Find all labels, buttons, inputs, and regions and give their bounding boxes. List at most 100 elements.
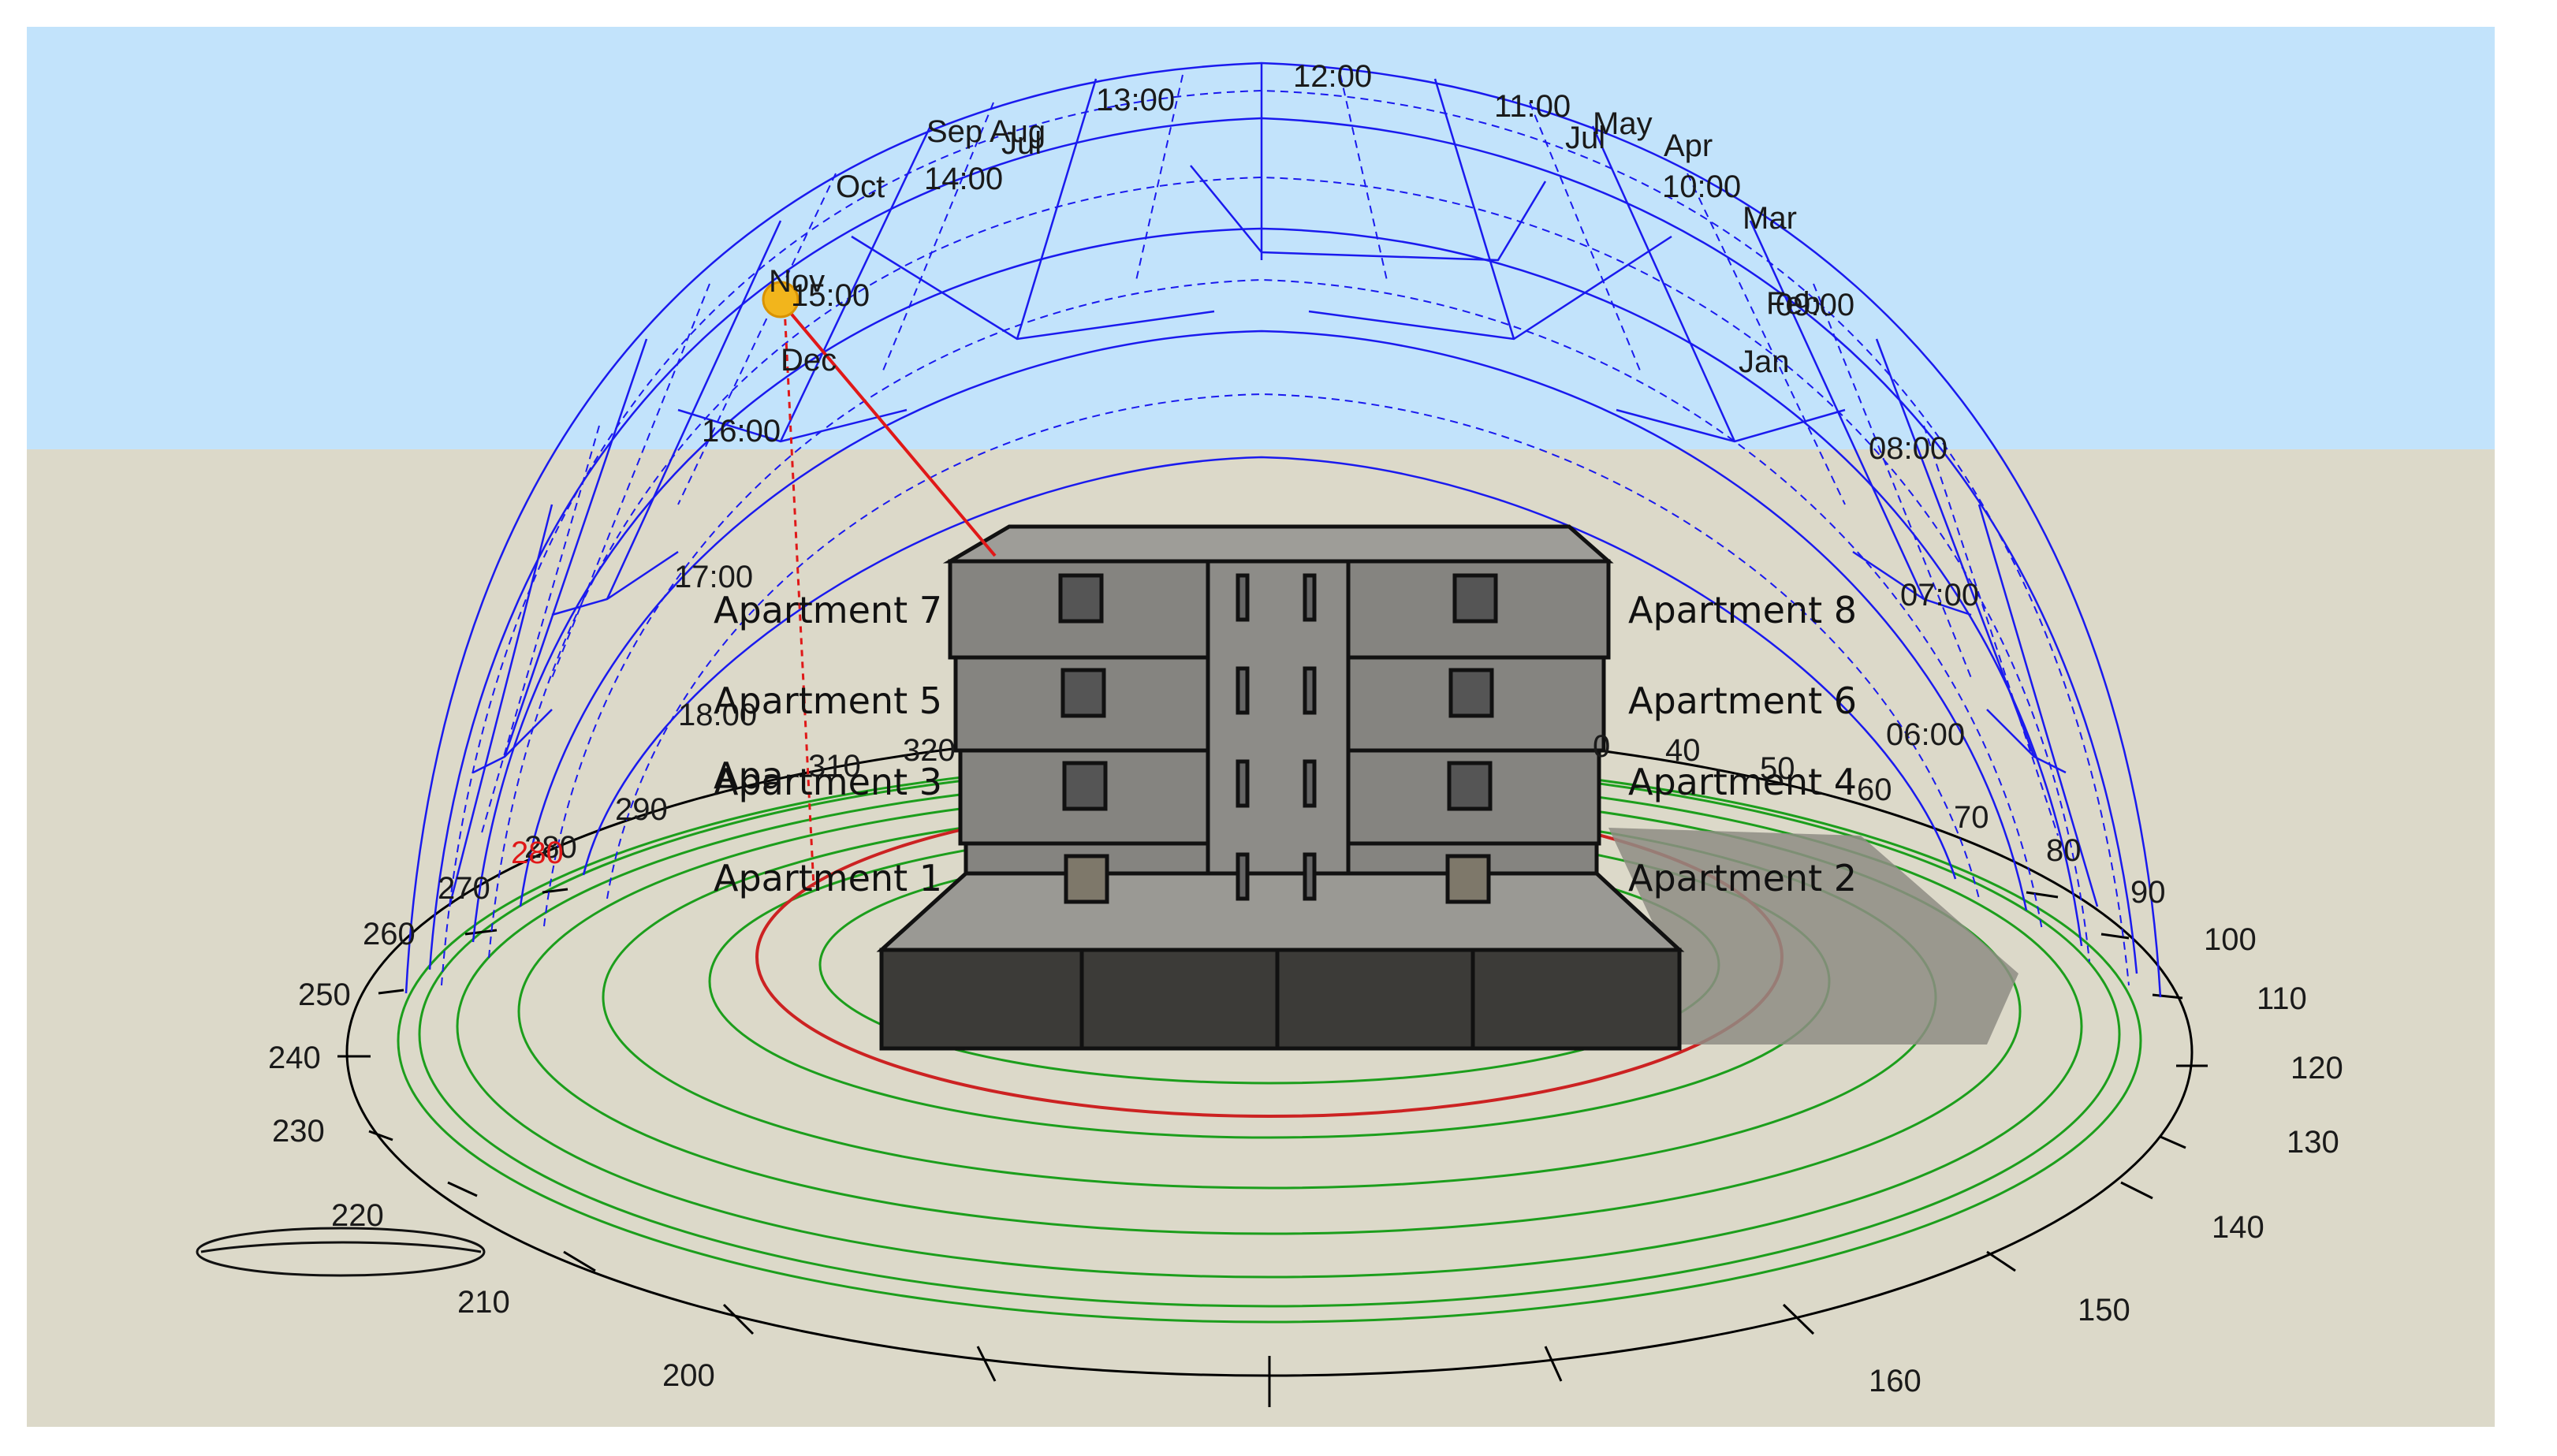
dome-arc bbox=[582, 456, 1957, 880]
podium-base bbox=[879, 948, 1682, 1051]
dashed-line bbox=[677, 173, 837, 505]
hour-label: 12:00 bbox=[1293, 59, 1372, 94]
dashed-line bbox=[1687, 173, 1846, 505]
dashed-line bbox=[1813, 283, 1972, 679]
hour-label: 14:00 bbox=[924, 162, 1003, 196]
floating-ellipse-shape bbox=[196, 1227, 486, 1277]
dashed-line bbox=[1340, 74, 1388, 285]
hour-line bbox=[1977, 504, 2099, 907]
apartment-label: Apartment 5 bbox=[714, 680, 942, 722]
window bbox=[1060, 668, 1106, 718]
azimuth-label: 310 bbox=[808, 749, 861, 784]
tick bbox=[2026, 891, 2059, 899]
dashed-arc bbox=[488, 176, 2090, 963]
dome-grid bbox=[677, 408, 908, 443]
azimuth-label: 200 bbox=[662, 1358, 715, 1393]
partial-label: 0 bbox=[1593, 729, 1610, 764]
stair-slot bbox=[1236, 666, 1250, 715]
dashed-line bbox=[1529, 102, 1641, 371]
tick bbox=[447, 1181, 478, 1197]
apartment-label: Apartment 4 bbox=[1628, 761, 1857, 803]
apartment-label: Apartment 1 bbox=[714, 857, 942, 899]
month-label: Mar bbox=[1743, 201, 1797, 236]
azimuth-label-highlight: 280 bbox=[511, 836, 564, 870]
azimuth-label: 90 bbox=[2130, 875, 2166, 910]
building-roof bbox=[942, 524, 1614, 564]
dashed-arc bbox=[606, 393, 1980, 899]
dome-grid bbox=[1308, 235, 1672, 341]
tick bbox=[1544, 1346, 1563, 1382]
apartment-label: Apartment 2 bbox=[1628, 857, 1857, 899]
dashed-line bbox=[882, 102, 994, 371]
sun-projection bbox=[783, 307, 815, 888]
azimuth-label: 210 bbox=[457, 1285, 510, 1320]
azimuth-label: 110 bbox=[2257, 981, 2307, 1016]
stair-slot bbox=[1236, 852, 1250, 901]
hour-label: 16:00 bbox=[702, 414, 781, 449]
dashed-arc bbox=[543, 278, 2043, 931]
window bbox=[1448, 668, 1494, 718]
azimuth-label: 160 bbox=[1869, 1364, 1921, 1398]
building-shadow bbox=[1608, 828, 2018, 1045]
window bbox=[1447, 761, 1493, 811]
sun-path-dome bbox=[404, 61, 2162, 998]
tick bbox=[2100, 933, 2130, 940]
hour-label: 15:00 bbox=[791, 278, 870, 313]
stair-slot bbox=[1236, 759, 1250, 808]
azimuth-label: 260 bbox=[363, 917, 416, 951]
windows bbox=[1058, 573, 1498, 904]
hour-line bbox=[1591, 125, 1736, 442]
sun-marker-icon bbox=[762, 281, 800, 318]
hour-label: 10:00 bbox=[1662, 169, 1741, 204]
hour-label: 11:00 bbox=[1494, 89, 1571, 124]
azimuth-label: 140 bbox=[2212, 1210, 2264, 1245]
hour-line bbox=[1749, 220, 1925, 600]
azimuth-label: 320 bbox=[903, 733, 956, 768]
azimuth-label: 290 bbox=[615, 792, 668, 827]
stair-slot bbox=[1236, 573, 1250, 622]
dashed-line bbox=[1923, 425, 2059, 836]
tick bbox=[1782, 1303, 1815, 1335]
window bbox=[1445, 854, 1491, 904]
dashed-line bbox=[480, 425, 600, 836]
floating-ellipse bbox=[196, 1227, 486, 1277]
floating-ellipse-inner bbox=[200, 1241, 482, 1253]
month-label: Oct bbox=[836, 169, 885, 204]
azimuth-labels: 100 110 120 130 140 150 160 200 210 220 … bbox=[268, 729, 2343, 1398]
hour-line bbox=[1016, 78, 1098, 340]
azimuth-label: 80 bbox=[2046, 833, 2082, 868]
tick bbox=[563, 1250, 596, 1272]
compass-ticks bbox=[337, 888, 2208, 1407]
stair-slot bbox=[1303, 852, 1317, 901]
azimuth-label: 230 bbox=[272, 1114, 325, 1149]
tick bbox=[976, 1346, 997, 1382]
stair-slot bbox=[1303, 666, 1317, 715]
azimuth-label: 270 bbox=[438, 871, 490, 906]
azimuth-label: 120 bbox=[2290, 1051, 2343, 1085]
hour-label: 09:00 bbox=[1776, 288, 1854, 322]
dashed-line bbox=[1135, 74, 1183, 285]
hour-line bbox=[779, 125, 932, 442]
month-labels: Sep Aug Jul Oct Nov Dec Jul May Apr Mar … bbox=[769, 106, 1821, 379]
azimuth-label: 60 bbox=[1857, 773, 1892, 807]
tick bbox=[2120, 1181, 2153, 1200]
podium-top bbox=[876, 871, 1685, 952]
hour-label: 08:00 bbox=[1869, 431, 1948, 466]
apartment-label: Apartment 7 bbox=[714, 589, 942, 631]
window bbox=[1058, 573, 1104, 624]
dome-grid bbox=[551, 550, 679, 616]
apartment-label: Apartment 8 bbox=[1628, 589, 1857, 631]
dome-grid bbox=[1986, 709, 2067, 774]
month-label: Jul bbox=[1565, 121, 1605, 155]
apartment-label: Apartment 3 bbox=[714, 761, 942, 803]
hour-line bbox=[1875, 338, 2036, 758]
dome-grid bbox=[472, 709, 553, 774]
hour-label: 17:00 bbox=[674, 560, 753, 594]
tick bbox=[2152, 993, 2183, 1000]
sun-path-dashed bbox=[441, 74, 2130, 986]
hour-line bbox=[448, 504, 554, 907]
month-label: Jan bbox=[1739, 344, 1790, 379]
window bbox=[1452, 573, 1498, 624]
